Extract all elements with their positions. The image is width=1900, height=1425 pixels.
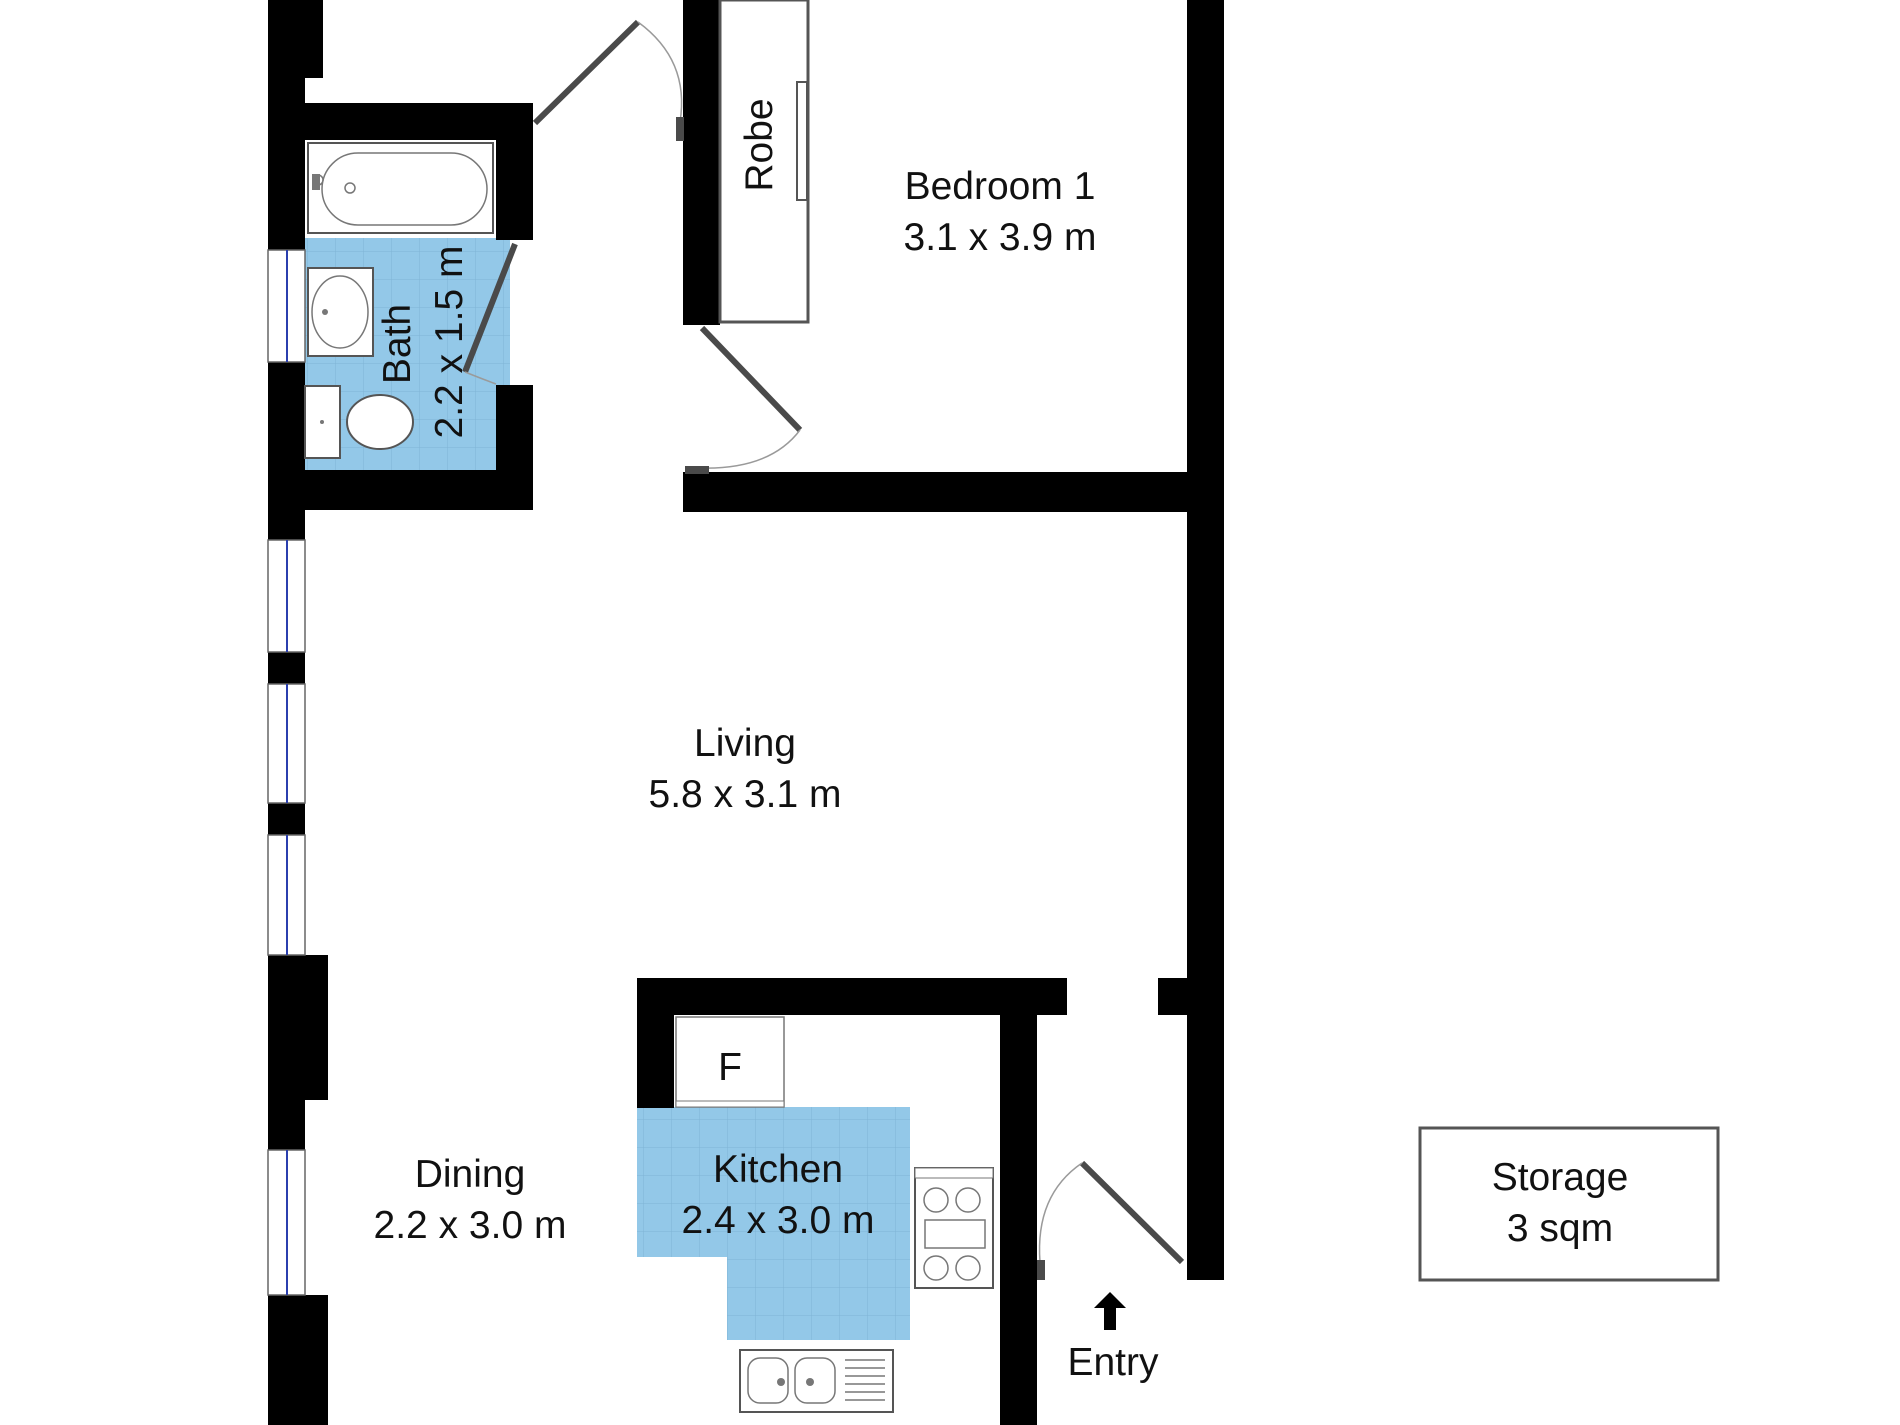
entry-arrow-icon (1094, 1292, 1126, 1330)
kitchen-wall-west (637, 978, 674, 1108)
outer-wall-west-nib (268, 0, 323, 78)
bedroom1-size-label: 3.1 x 3.9 m (904, 216, 1097, 259)
bathtub (307, 142, 494, 234)
kitchen-wall-east (1000, 1015, 1037, 1425)
walls (268, 0, 1224, 1425)
toilet (304, 385, 414, 459)
basin (307, 267, 374, 357)
door-bath (462, 242, 518, 374)
door-entry (1079, 1160, 1185, 1265)
kitchen-floor-tiles (637, 1107, 910, 1340)
bedroom-wall-south (683, 472, 1224, 512)
fridge-label: F (718, 1046, 742, 1089)
bedroom1-name-label: Bedroom 1 (905, 165, 1096, 208)
bath-size-label: 2.2 x 1.5 m (428, 246, 471, 439)
bath-wall-north (268, 103, 533, 140)
bath-name-label: Bath (376, 304, 419, 384)
door-entry-jamb (1037, 1260, 1045, 1280)
kitchen-name-label: Kitchen (713, 1148, 843, 1191)
storage-name-label: Storage (1492, 1156, 1629, 1199)
entry-wall-nib (1158, 978, 1224, 1015)
outer-wall-west-dining-mid (268, 1100, 305, 1150)
robe-cabinet (718, 0, 810, 324)
doors (462, 19, 1185, 1280)
dining-size-label: 2.2 x 3.0 m (374, 1204, 567, 1247)
door-bedroom-jamb (685, 466, 709, 474)
kitchen-wall-north (637, 978, 1067, 1015)
outer-wall-west-pier-1 (268, 652, 305, 684)
storage-box (1418, 1126, 1720, 1282)
fridge (675, 1016, 785, 1108)
dining-name-label: Dining (415, 1153, 526, 1196)
stove (914, 1167, 994, 1289)
kitchen-sink (739, 1349, 894, 1413)
bath-wall-south (268, 470, 533, 510)
door-top-jamb (676, 117, 684, 141)
outer-wall-west-bath-lower (268, 362, 305, 540)
outer-wall-west-dining-lower (268, 1295, 328, 1425)
storage-size-label: 3 sqm (1507, 1207, 1613, 1250)
door-bedroom (699, 325, 803, 433)
bath-wall-east-upper (496, 103, 533, 240)
door-top (532, 19, 641, 126)
windows (267, 249, 306, 1296)
outer-wall-west-chimney (268, 955, 328, 1100)
living-name-label: Living (694, 722, 796, 765)
living-size-label: 5.8 x 3.1 m (649, 773, 842, 816)
bedroom-wall-east (1187, 0, 1224, 1280)
robe-wall-west (683, 0, 720, 325)
kitchen-size-label: 2.4 x 3.0 m (682, 1199, 875, 1242)
robe-label: Robe (738, 98, 781, 191)
outer-wall-west-pier-2 (268, 803, 305, 835)
entry-label: Entry (1067, 1341, 1159, 1384)
